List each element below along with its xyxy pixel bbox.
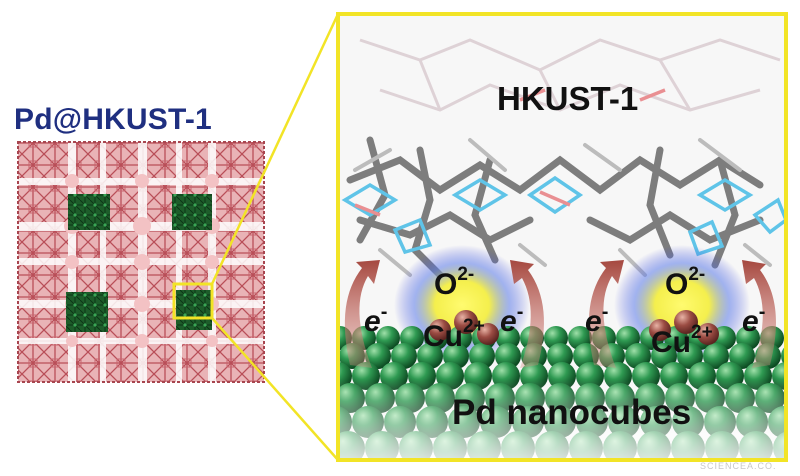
zoom-line-bottom <box>211 317 339 461</box>
mof-label: HKUST-1 <box>497 80 639 117</box>
surface-fade <box>338 380 786 460</box>
electron-label-3: e- <box>585 301 608 339</box>
mof-framework <box>341 88 786 279</box>
copper-ion-label-1: Cu2+ <box>423 316 485 354</box>
zoomed-interface <box>338 14 786 460</box>
cu-atoms <box>429 310 719 345</box>
copper-symbol: Cu <box>423 320 463 353</box>
electron-label-1: e- <box>364 301 387 339</box>
electron-label-2: e- <box>500 301 523 339</box>
electron-label-4: e- <box>742 301 765 339</box>
copper-ion-label-2: Cu2+ <box>651 322 713 360</box>
electron-arrow-2 <box>510 260 544 368</box>
electron-charge: - <box>516 301 524 323</box>
oxide-ion-label-2: O2- <box>665 264 705 302</box>
electron-arrows <box>344 260 776 368</box>
pd-atom <box>703 343 729 369</box>
oxide-charge: 2- <box>688 264 706 285</box>
electron-symbol: e <box>500 305 517 338</box>
zoom-source-box <box>172 282 214 320</box>
pd-nanocube-bottom-right <box>176 290 212 330</box>
pd-nanocube-bottom-left <box>66 292 108 332</box>
zoom-line-top <box>210 13 340 285</box>
mof-crystal-edge <box>17 141 265 383</box>
electron-arrow-4 <box>742 260 776 368</box>
pd-nanocube-top-right <box>172 194 212 230</box>
pd-nanocubes-label: Pd nanocubes <box>452 393 692 432</box>
oxide-symbol: O <box>665 268 689 301</box>
pd-atom <box>677 343 703 369</box>
oxide-ion-label-1: O2- <box>434 264 474 302</box>
pd-atom <box>729 343 755 369</box>
pd-atom <box>496 326 520 350</box>
zoom-frame <box>336 12 788 462</box>
electron-charge: - <box>601 301 609 323</box>
electron-symbol: e <box>585 305 602 338</box>
electron-charge: - <box>380 301 388 323</box>
copper-charge: 2+ <box>463 316 485 337</box>
oxide-charge: 2- <box>457 264 475 285</box>
pd-atom <box>495 343 521 369</box>
electron-symbol: e <box>742 305 759 338</box>
electron-charge: - <box>758 301 766 323</box>
composite-title: Pd@HKUST-1 <box>14 103 212 136</box>
electron-symbol: e <box>364 305 381 338</box>
copper-charge: 2+ <box>691 322 713 343</box>
mof-framework-faint <box>359 38 781 112</box>
pd-atom <box>547 343 573 369</box>
pd-atom <box>365 343 391 369</box>
watermark: SCIENCEA.CO. <box>700 461 777 471</box>
copper-symbol: Cu <box>651 326 691 359</box>
mof-crystal-image <box>17 141 265 383</box>
oxide-symbol: O <box>434 268 458 301</box>
pd-nanocube-top-left <box>68 194 110 230</box>
electron-arrow-3 <box>588 260 624 368</box>
electron-arrow-1 <box>344 260 380 368</box>
